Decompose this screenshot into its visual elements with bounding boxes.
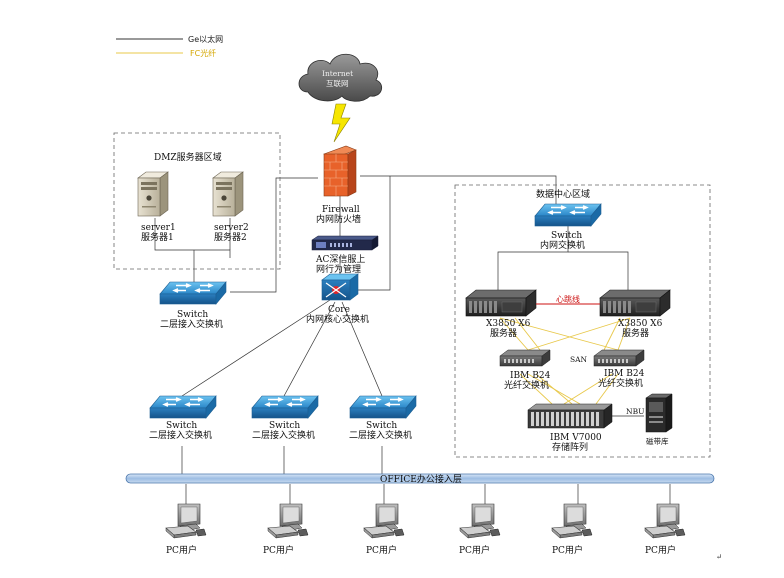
dmz-switch[interactable]	[159, 281, 227, 305]
access-switch-3-sublabel: 二层接入交换机	[349, 429, 412, 441]
dmz-boundary	[113, 132, 281, 270]
server1-icon[interactable]	[137, 171, 169, 217]
heartbeat-label: 心跳线	[556, 294, 580, 304]
pc-6-label: PC用户	[645, 544, 676, 556]
legend-fc-label: FC光纤	[190, 48, 216, 58]
core-sublabel: 内网核心交换机	[306, 313, 369, 325]
storage-array-icon[interactable]	[527, 403, 613, 429]
pc-5[interactable]	[551, 503, 593, 539]
dmz-title: DMZ服务器区域	[154, 151, 222, 163]
access-switch-1-label: Switch	[166, 421, 197, 431]
legend: Ge以太网 FC光纤	[116, 34, 223, 58]
x3850-right-label: X3850 X6	[618, 319, 663, 329]
ac-label: AC深信服上	[315, 253, 365, 265]
dmz-area: DMZ服务器区域 server1 服务器1 server2 服务器2	[113, 132, 281, 270]
datacenter-switch-label: Switch	[551, 231, 582, 241]
access-switch-2-sublabel: 二层接入交换机	[252, 429, 315, 441]
pc-6[interactable]	[644, 503, 686, 539]
storage-sublabel: 存储阵列	[552, 441, 588, 453]
x3850-server-left[interactable]	[465, 289, 537, 317]
datacenter-switch-sublabel: 内网交换机	[540, 239, 585, 251]
dmz-switch-sublabel: 二层接入交换机	[160, 318, 223, 330]
core-switch-icon[interactable]	[321, 273, 359, 301]
x3850-left-label: X3850 X6	[486, 319, 531, 329]
fc-left-sublabel: 光纤交换机	[504, 379, 549, 391]
firewall-label: Firewall	[322, 205, 360, 215]
server2-icon[interactable]	[212, 171, 244, 217]
pc-2[interactable]	[267, 503, 309, 539]
internet-sublabel: 互联网	[326, 79, 349, 88]
core-label: Core	[328, 305, 350, 315]
pc-1-label: PC用户	[166, 544, 197, 556]
datacenter-switch[interactable]	[534, 203, 602, 227]
x3850-left-sublabel: 服务器	[490, 327, 517, 339]
access-switch-1[interactable]	[149, 395, 217, 419]
fc-left-label: IBM B24	[510, 371, 551, 381]
ac-sublabel: 网行为管理	[316, 263, 361, 275]
pc-1[interactable]	[165, 503, 207, 539]
fc-switch-right[interactable]	[593, 349, 645, 367]
server1-label: server1	[141, 223, 176, 233]
datacenter-boundary	[454, 184, 711, 458]
fc-switch-left[interactable]	[499, 349, 551, 367]
datacenter-title: 数据中心区域	[536, 188, 590, 200]
paragraph-mark: ↵	[716, 552, 722, 561]
access-switch-3-label: Switch	[366, 421, 397, 431]
legend-ethernet-label: Ge以太网	[188, 34, 223, 44]
internet-label: Internet	[322, 69, 353, 78]
san-label: SAN	[570, 355, 588, 364]
firewall-icon[interactable]	[323, 145, 357, 197]
dmz-switch-label: Switch	[177, 310, 208, 320]
tape-library-icon[interactable]	[645, 393, 673, 433]
server2-label: server2	[214, 223, 249, 233]
server2-sublabel: 服务器2	[214, 231, 247, 243]
access-switch-2[interactable]	[251, 395, 319, 419]
access-switch-2-label: Switch	[269, 421, 300, 431]
server1-sublabel: 服务器1	[141, 231, 174, 243]
datacenter-area: 数据中心区域	[454, 184, 711, 458]
fc-links	[499, 317, 631, 405]
fc-right-label: IBM B24	[604, 369, 645, 379]
x3850-right-sublabel: 服务器	[622, 327, 649, 339]
pc-4[interactable]	[459, 503, 501, 539]
ethernet-links	[154, 175, 671, 504]
firewall-sublabel: 内网防火墙	[316, 213, 361, 225]
lightning-icon	[331, 103, 351, 143]
access-switch-1-sublabel: 二层接入交换机	[149, 429, 212, 441]
access-switch-3[interactable]	[349, 395, 417, 419]
internet-cloud-icon[interactable]: Internet 互联网	[298, 53, 383, 102]
pc-4-label: PC用户	[459, 544, 490, 556]
tape-label: 磁带库	[646, 436, 669, 446]
x3850-server-right[interactable]	[599, 289, 671, 317]
office-bus: OFFICE办公接入层	[125, 473, 715, 485]
fc-right-sublabel: 光纤交换机	[598, 377, 643, 389]
nbu-label: NBU	[626, 407, 644, 416]
pc-2-label: PC用户	[263, 544, 294, 556]
pc-5-label: PC用户	[552, 544, 583, 556]
ac-appliance-icon[interactable]	[311, 235, 379, 251]
office-bus-label: OFFICE办公接入层	[380, 473, 462, 485]
storage-label: IBM V7000	[550, 433, 602, 443]
pc-3-label: PC用户	[366, 544, 397, 556]
pc-3[interactable]	[363, 503, 405, 539]
